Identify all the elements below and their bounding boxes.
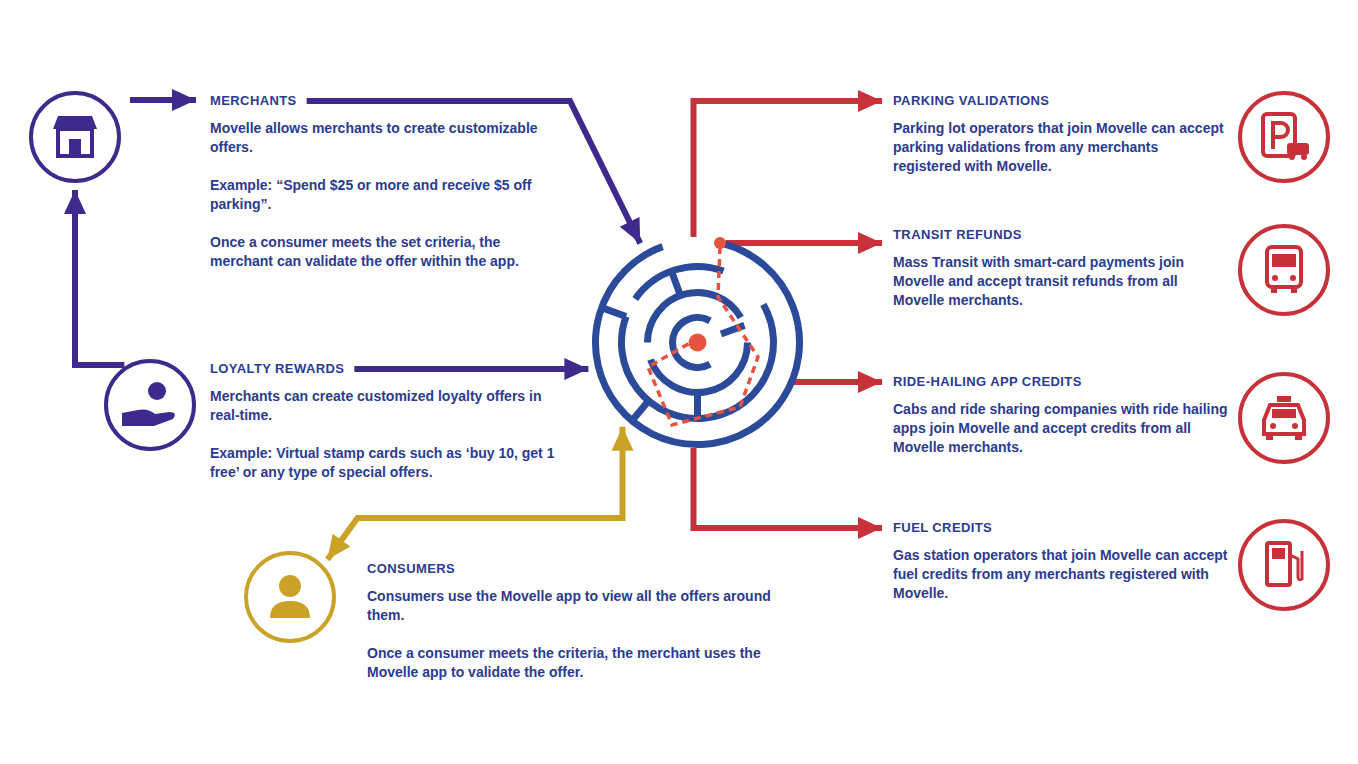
icon-shape [1240, 374, 1328, 462]
section-heading: CONSUMERS [367, 560, 455, 578]
icon-shape [1290, 275, 1296, 281]
maze-wall [672, 271, 681, 295]
section-body: Once a consumer meets the criteria, the … [367, 644, 777, 682]
hub-maze [590, 235, 805, 450]
icon-shape [1295, 434, 1302, 440]
section-heading: TRANSIT REFUNDS [893, 226, 1022, 244]
flow-arrow [694, 448, 883, 528]
icon-shape [1272, 409, 1296, 418]
service-panel: FUEL CREDITS Gas station operators that j… [888, 519, 1228, 603]
icon-shape [106, 361, 194, 449]
icon-shape [1273, 123, 1288, 149]
role-icon [1237, 90, 1331, 184]
section-body: Movelle allows merchants to create custo… [210, 119, 540, 157]
icon-shape [1277, 396, 1291, 402]
maze-wall [596, 244, 800, 445]
section-heading: PARKING VALIDATIONS [893, 92, 1049, 110]
flow-arrow [354, 366, 588, 372]
section-body: Merchants can create customized loyalty … [210, 387, 560, 425]
text-column: LOYALTY REWARDS Merchants can create cust… [103, 358, 560, 482]
role-icon [1237, 371, 1331, 465]
section-body: Consumers use the Movelle app to view al… [367, 587, 777, 625]
section-body: Example: “Spend $25 or more and receive … [210, 176, 540, 214]
role-icon [1237, 223, 1331, 317]
section-heading: FUEL CREDITS [893, 519, 992, 537]
section-body: Example: Virtual stamp cards such as ‘bu… [210, 444, 560, 482]
icon-shape [1240, 521, 1328, 609]
connector-group [75, 101, 882, 560]
section-body: Once a consumer meets the set criteria, … [210, 233, 540, 271]
section-heading: LOYALTY REWARDS [210, 360, 344, 378]
icon-shape [122, 410, 175, 427]
service-panel: PARKING VALIDATIONS Parking lot operators… [888, 92, 1228, 176]
icon-shape [1267, 543, 1290, 585]
icon-shape [1292, 423, 1298, 429]
maze-wall [694, 393, 701, 419]
maze-illustration [590, 235, 805, 450]
role-icon [103, 358, 197, 452]
actor-panel: LOYALTY REWARDS Merchants can create cust… [103, 358, 560, 482]
icon-shape [31, 93, 119, 181]
flow-arrow [694, 101, 883, 237]
icon-shape [1272, 548, 1285, 559]
maze-center-dot [689, 334, 707, 352]
icon-shape [69, 139, 81, 156]
icon-shape [1270, 423, 1276, 429]
icon-shape [1267, 247, 1301, 287]
maze-wall [673, 318, 711, 368]
role-icon [1237, 518, 1331, 612]
role-icon [28, 90, 122, 184]
section-body: Cabs and ride sharing companies with rid… [893, 400, 1228, 457]
text-column: MERCHANTS Movelle allows merchants to cre… [28, 90, 540, 271]
icon-shape [1272, 254, 1296, 267]
icon-shape [1240, 93, 1328, 181]
icon-shape [246, 553, 334, 641]
icon-shape [1287, 143, 1309, 155]
icon-shape [1290, 551, 1302, 580]
maze-path [648, 247, 758, 425]
section-body: Parking lot operators that join Movelle … [893, 119, 1228, 176]
text-column: CONSUMERS Consumers use the Movelle app t… [243, 550, 777, 682]
text-column: PARKING VALIDATIONS Parking lot operators… [888, 92, 1228, 176]
section-body: Gas station operators that join Movelle … [893, 546, 1228, 603]
icon-shape [1266, 434, 1273, 440]
icon-shape [1264, 405, 1304, 434]
section-heading: MERCHANTS [210, 92, 297, 110]
icon-shape [58, 129, 92, 156]
icon-shape [279, 575, 301, 597]
icon-shape [148, 382, 166, 400]
maze-wall [632, 401, 649, 421]
flow-arrow [793, 379, 882, 385]
section-body: Mass Transit with smart-card payments jo… [893, 253, 1228, 310]
icon-shape [1272, 275, 1278, 281]
icon-shape [1271, 287, 1277, 293]
actor-panel: MERCHANTS Movelle allows merchants to cre… [28, 90, 540, 271]
icon-shape [270, 601, 310, 618]
maze-exit-dot [714, 237, 726, 249]
icon-shape [1301, 154, 1307, 160]
icon-shape [1289, 154, 1295, 160]
icon-shape [1291, 287, 1297, 293]
maze-wall [602, 308, 626, 317]
icon-shape [1240, 226, 1328, 314]
flow-arrow [75, 190, 124, 365]
pointer-arrow [130, 97, 196, 103]
section-heading: RIDE-HAILING APP CREDITS [893, 373, 1082, 391]
service-panel: TRANSIT REFUNDS Mass Transit with smart-c… [888, 226, 1228, 310]
text-column: RIDE-HAILING APP CREDITS Cabs and ride sh… [888, 373, 1228, 457]
service-panel: RIDE-HAILING APP CREDITS Cabs and ride sh… [888, 373, 1228, 457]
flow-arrow [726, 240, 882, 246]
role-icon [243, 550, 337, 644]
actor-panel: CONSUMERS Consumers use the Movelle app t… [243, 550, 777, 682]
text-column: TRANSIT REFUNDS Mass Transit with smart-c… [888, 226, 1228, 310]
text-column: FUEL CREDITS Gas station operators that j… [888, 519, 1228, 603]
